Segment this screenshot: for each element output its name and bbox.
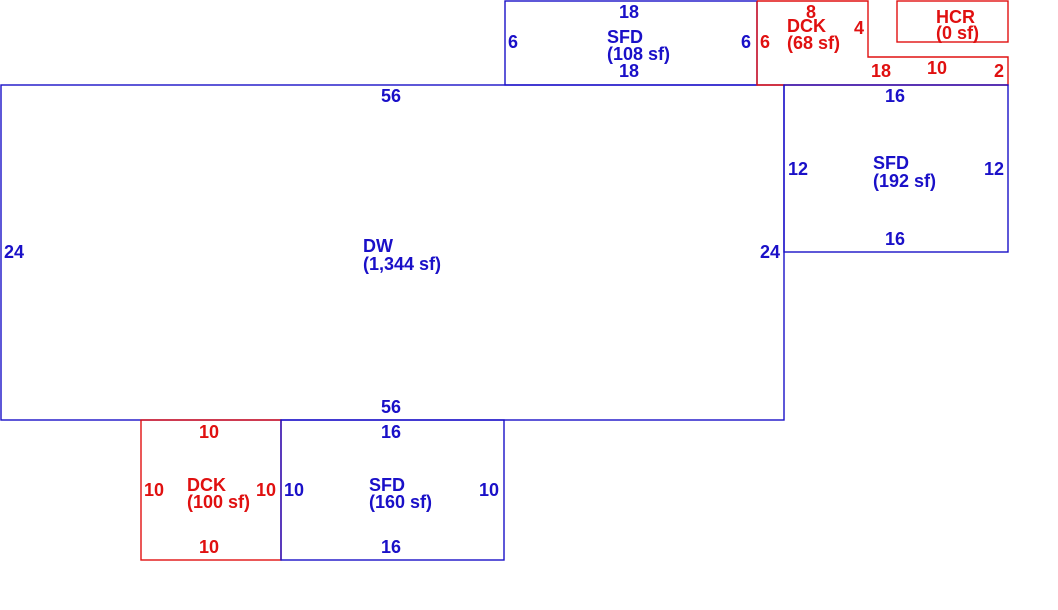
sfd-bottom-area-label: (160 sf) — [369, 492, 432, 512]
dck-bottom-dim-bottom: 10 — [199, 537, 219, 557]
sfd-top-area-label: (108 sf) — [607, 44, 670, 64]
area-dck-bottom: DCK (100 sf) 10 10 10 10 — [140, 419, 282, 561]
dw-dim-bottom: 56 — [381, 397, 401, 417]
sfd-top-dim-right: 6 — [741, 32, 751, 52]
hcr-code-label: HCR — [936, 7, 975, 27]
sfd-right-code-label: SFD — [873, 153, 909, 173]
area-dck-top: DCK (68 sf) 8 6 4 18 10 2 — [756, 0, 1009, 86]
sfd-top-dim-top: 18 — [619, 2, 639, 22]
sfd-top-code-label: SFD — [607, 27, 643, 47]
sfd-right-dim-bottom: 16 — [885, 229, 905, 249]
sfd-right-outline — [783, 84, 1009, 253]
dck-bottom-area-label: (100 sf) — [187, 492, 250, 512]
sfd-right-dim-top: 16 — [885, 86, 905, 106]
area-hcr: HCR (0 sf) — [896, 0, 1009, 43]
dck-bottom-code-label: DCK — [187, 475, 226, 495]
dw-dim-left: 24 — [4, 242, 24, 262]
sfd-bottom-outline — [280, 419, 505, 561]
dw-dim-right: 24 — [760, 242, 780, 262]
area-sfd-right: SFD (192 sf) 16 16 12 12 — [783, 84, 1009, 253]
dw-dim-top: 56 — [381, 86, 401, 106]
sfd-top-dim-left: 6 — [508, 32, 518, 52]
sfd-right-dim-left: 12 — [788, 159, 808, 179]
area-sfd-bottom: SFD (160 sf) 16 16 10 10 — [280, 419, 505, 561]
dck-bottom-dim-right: 10 — [256, 480, 276, 500]
sfd-bottom-dim-right: 10 — [479, 480, 499, 500]
sfd-bottom-dim-top: 16 — [381, 422, 401, 442]
sfd-right-dim-right: 12 — [984, 159, 1004, 179]
dck-bottom-dim-left: 10 — [144, 480, 164, 500]
sfd-top-dim-bottom: 18 — [619, 61, 639, 81]
area-dw: DW (1,344 sf) 56 56 24 24 — [0, 84, 785, 421]
sfd-right-area-label: (192 sf) — [873, 171, 936, 191]
hcr-area-label: (0 sf) — [936, 23, 979, 43]
dck-top-dim-top: 8 — [806, 2, 816, 22]
dck-top-dim-right: 4 — [854, 18, 864, 38]
dck-top-dim-left: 6 — [760, 32, 770, 52]
dck-top-code-label: DCK — [787, 16, 826, 36]
dw-code-label: DW — [363, 236, 393, 256]
dck-top-dim-step-end: 2 — [994, 61, 1004, 81]
dck-top-dim-bottom: 18 — [871, 61, 891, 81]
dw-area-label: (1,344 sf) — [363, 254, 441, 274]
sfd-bottom-code-label: SFD — [369, 475, 405, 495]
sfd-bottom-dim-bottom: 16 — [381, 537, 401, 557]
hcr-outline — [896, 0, 1009, 43]
dck-top-area-label: (68 sf) — [787, 33, 840, 53]
sfd-bottom-dim-left: 10 — [284, 480, 304, 500]
dck-top-dim-step-inner: 10 — [927, 58, 947, 78]
area-sfd-top: SFD (108 sf) 18 18 6 6 — [504, 0, 758, 86]
dck-bottom-dim-top: 10 — [199, 422, 219, 442]
dck-top-outline — [756, 0, 1009, 86]
